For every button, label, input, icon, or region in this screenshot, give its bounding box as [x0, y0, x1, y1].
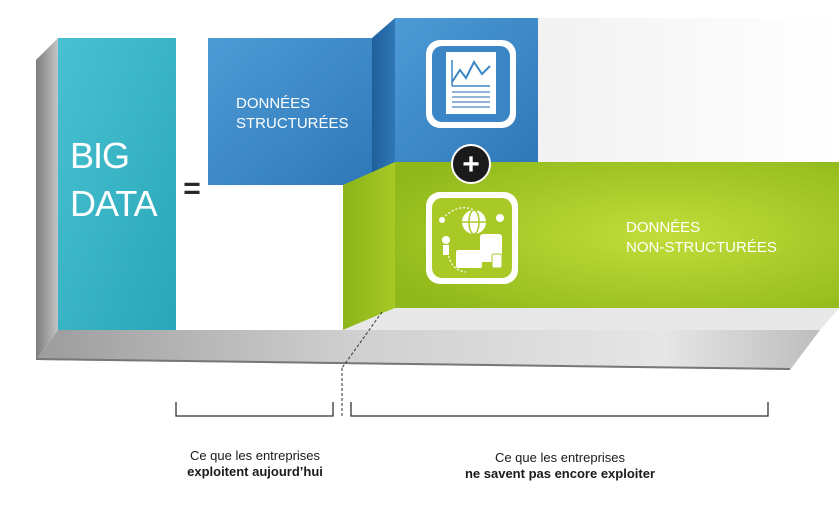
unstructured-line1: DONNÉES — [626, 219, 701, 236]
back-top-fade — [538, 18, 839, 162]
unstructured-line2: NON-STRUCTURÉES — [626, 239, 777, 256]
unstructured-label: DONNÉES NON-STRUCTURÉES — [626, 218, 806, 258]
structured-label: DONNÉES STRUCTURÉES — [236, 94, 376, 134]
caption-right-line2: ne savent pas encore exploiter — [464, 466, 656, 481]
caption-right-line1: Ce que les entreprises — [494, 450, 626, 465]
left-bracket — [175, 402, 334, 417]
structured-line2: STRUCTURÉES — [236, 115, 349, 132]
caption-right: Ce que les entreprises ne savent pas enc… — [430, 450, 690, 482]
document-chart-icon — [426, 40, 516, 128]
base-shadow — [36, 358, 790, 370]
caption-left-line1: Ce que les entreprises — [189, 448, 321, 463]
dashed-divider — [341, 311, 383, 369]
big-data-label: BIG DATA — [70, 132, 180, 228]
base-left-wall — [36, 38, 58, 360]
base-floor — [36, 330, 820, 370]
big-data-line1: BIG — [70, 135, 130, 176]
plus-circle — [451, 144, 491, 184]
plus-sign: + — [462, 148, 480, 181]
unstructured-block-bottom — [343, 308, 839, 330]
connected-devices-icon — [426, 192, 518, 284]
big-data-block — [58, 38, 176, 330]
structured-block-front — [208, 38, 372, 185]
caption-left: Ce que les entreprises exploitent aujour… — [150, 448, 360, 480]
unstructured-block-side — [343, 162, 395, 330]
structured-block-side — [372, 18, 395, 185]
big-data-line2: DATA — [70, 183, 158, 224]
structured-line1: DONNÉES — [236, 95, 311, 112]
caption-left-line2: exploitent aujourd’hui — [187, 464, 323, 479]
equals-sign: = — [183, 172, 201, 205]
right-bracket — [350, 402, 769, 417]
